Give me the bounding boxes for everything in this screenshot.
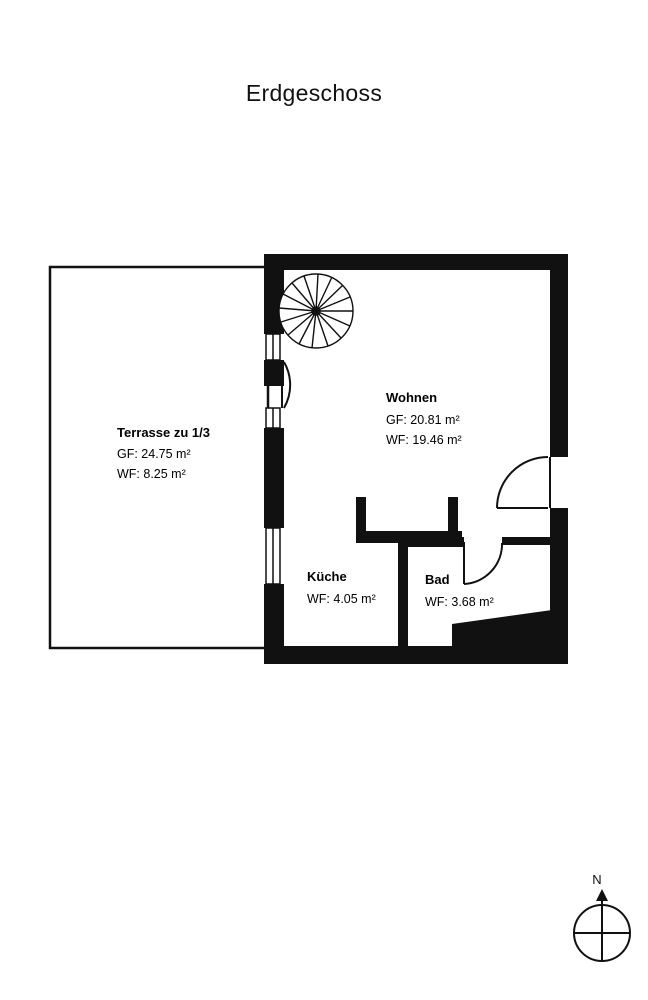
room-wohnen: Wohnen GF: 20.81 m² WF: 19.46 m²	[386, 390, 462, 447]
room-gf: GF: 20.81 m²	[386, 413, 460, 427]
windows	[265, 333, 281, 585]
room-name: Terrasse zu 1/3	[117, 425, 210, 440]
room-terrasse: Terrasse zu 1/3 GF: 24.75 m² WF: 8.25 m²	[117, 425, 210, 481]
exterior-walls	[264, 254, 568, 664]
plan-title: Erdgeschoss	[246, 80, 382, 106]
room-wf: WF: 19.46 m²	[386, 433, 462, 447]
room-name: Bad	[425, 572, 450, 587]
room-wf: WF: 8.25 m²	[117, 467, 186, 481]
room-bad: Bad WF: 3.68 m²	[425, 572, 494, 609]
room-gf: GF: 24.75 m²	[117, 447, 191, 461]
terrace-door	[281, 361, 292, 409]
room-wf: WF: 3.68 m²	[425, 595, 494, 609]
spiral-staircase	[278, 273, 354, 349]
room-name: Küche	[307, 569, 347, 584]
compass-north-label: N	[592, 872, 601, 887]
bath-door	[463, 542, 504, 585]
room-kueche: Küche WF: 4.05 m²	[307, 569, 376, 606]
north-arrow-icon	[596, 889, 608, 901]
compass: N	[573, 872, 631, 962]
room-wf: WF: 4.05 m²	[307, 592, 376, 606]
interior-walls	[356, 497, 552, 648]
room-name: Wohnen	[386, 390, 437, 405]
entry-door	[496, 456, 551, 509]
